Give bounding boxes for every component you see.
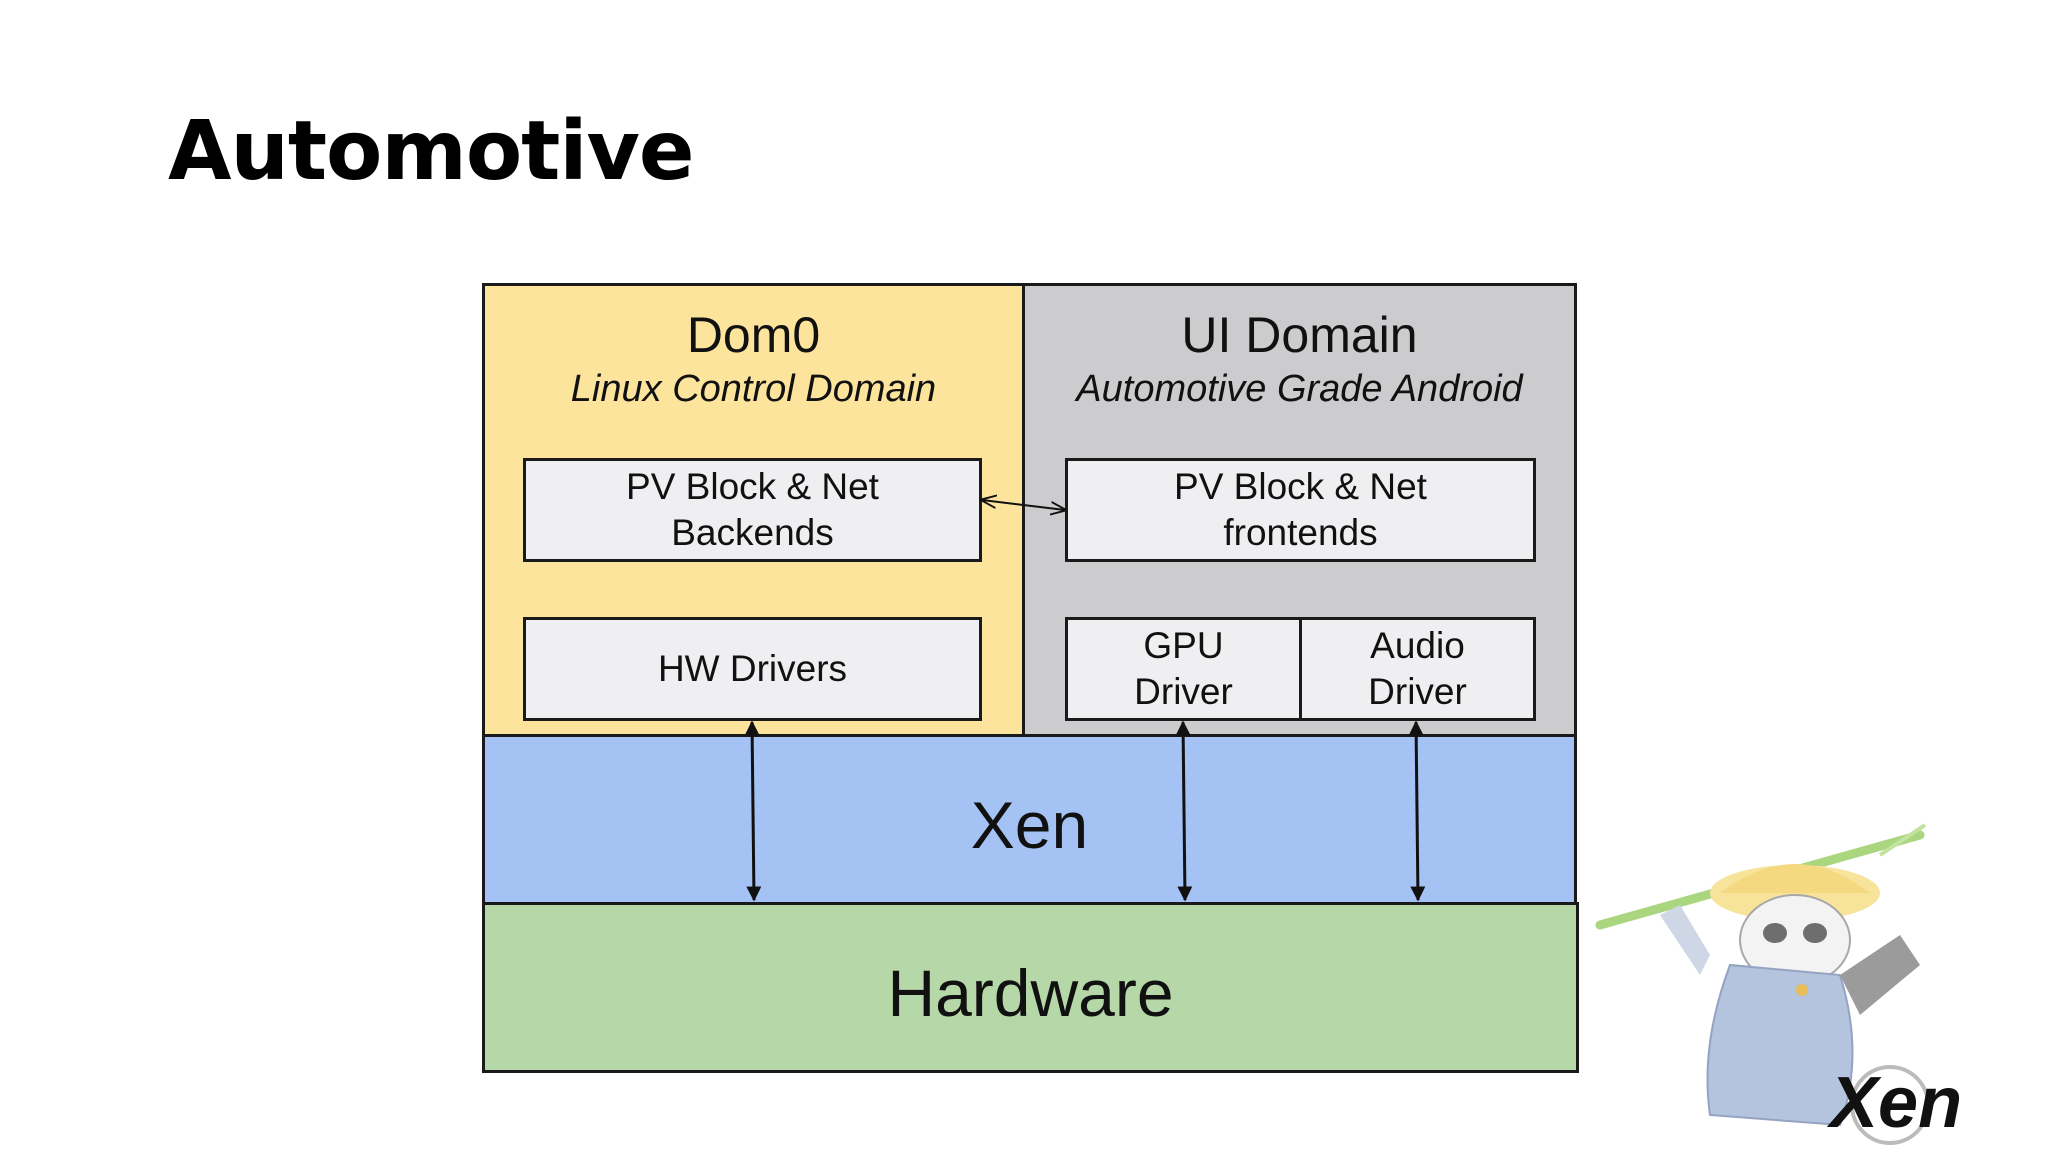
pv-backends-box: PV Block & Net Backends [523,458,982,562]
gpu-driver-label: GPU Driver [1134,625,1233,712]
xen-logo: Xen [1595,823,1962,1145]
gpu-driver-box: GPU Driver [1065,617,1302,721]
ui-domain-subtitle: Automotive Grade Android [1076,368,1523,410]
pv-backends-label: PV Block & Net Backends [626,466,879,553]
slide-title: Automotive [168,104,695,199]
panda-mascot-icon [1595,823,1927,1127]
hw-drivers-label: HW Drivers [657,648,848,689]
xen-logo-text: Xen [1826,1063,1962,1143]
audio-driver-box: Audio Driver [1299,617,1536,721]
ui-domain-title: UI Domain [1181,307,1418,363]
pv-frontends-box: PV Block & Net frontends [1065,458,1536,562]
dom0-subtitle: Linux Control Domain [570,368,937,410]
hardware-label: Hardware [887,956,1174,1030]
pv-frontends-label: PV Block & Net frontends [1174,466,1427,553]
hardware-layer: Hardware [482,902,1579,1073]
audio-driver-label: Audio Driver [1368,625,1467,712]
xen-layer: Xen [482,734,1577,905]
xen-label: Xen [970,788,1089,862]
dom0-title: Dom0 [686,307,821,363]
hw-drivers-box: HW Drivers [523,617,982,721]
